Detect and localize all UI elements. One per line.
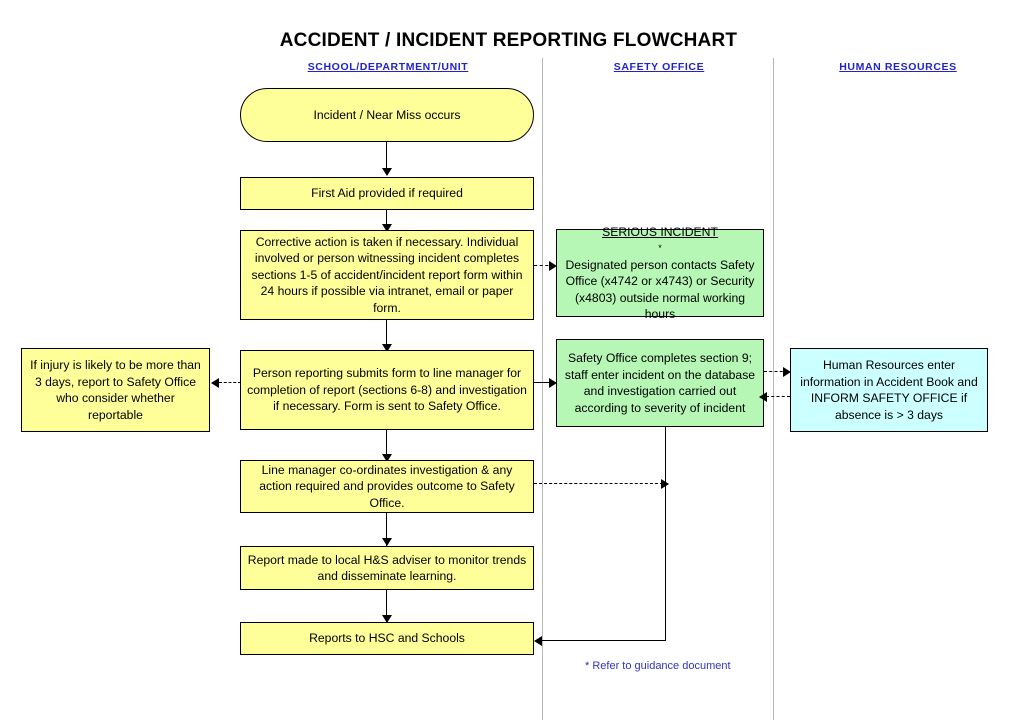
- arrowhead-right-serious-incident: [549, 261, 557, 271]
- arrowhead-down-person-reporting: [382, 344, 392, 352]
- connector-person-reporting-to-injury-box: [219, 382, 241, 383]
- node-report-hs-adviser[interactable]: Report made to local H&S adviser to moni…: [240, 546, 534, 590]
- column-header-school-department-unit: SCHOOL/DEPARTMENT/UNIT: [307, 61, 469, 73]
- node-human-resources[interactable]: Human Resources enter information in Acc…: [790, 348, 988, 432]
- connector-hr-to-safety-office: [766, 396, 790, 397]
- column-header-human-resources: HUMAN RESOURCES: [839, 61, 957, 73]
- footnote-guidance-document: * Refer to guidance document: [585, 660, 731, 672]
- node-first-aid[interactable]: First Aid provided if required: [240, 177, 534, 210]
- arrowhead-left-injury-box: [211, 378, 219, 388]
- connector-safety-office-to-reports-hsc: [542, 640, 666, 642]
- node-report-hs-adviser-label: Report made to local H&S adviser to moni…: [247, 552, 527, 584]
- node-serious-incident[interactable]: SERIOUS INCIDENT * Designated person con…: [556, 225, 764, 321]
- arrowhead-down-first-aid: [382, 168, 392, 176]
- node-serious-incident-asterisk: *: [658, 243, 662, 253]
- arrowhead-down-line-manager: [382, 454, 392, 462]
- connector-line-manager-to-hs-adviser: [386, 513, 388, 546]
- node-person-reporting-submits-label: Person reporting submits form to line ma…: [247, 366, 527, 414]
- node-human-resources-label: Human Resources enter information in Acc…: [800, 358, 978, 422]
- node-line-manager-coordinates-label: Line manager co-ordinates investigation …: [259, 462, 515, 510]
- arrowhead-right-safety-office: [549, 378, 557, 388]
- arrowhead-left-safety-office: [759, 392, 767, 402]
- node-reports-hsc-schools[interactable]: Reports to HSC and Schools: [240, 622, 534, 655]
- node-serious-incident-heading-text: SERIOUS INCIDENT: [602, 224, 718, 239]
- lane-divider-safety-hr: [773, 58, 774, 720]
- page-title: ACCIDENT / INCIDENT REPORTING FLOWCHART: [279, 30, 738, 51]
- arrowhead-down-reports-hsc: [382, 615, 392, 623]
- node-reports-hsc-schools-label: Reports to HSC and Schools: [309, 631, 465, 646]
- node-person-reporting-submits[interactable]: Person reporting submits form to line ma…: [240, 350, 534, 430]
- connector-safety-office-to-hr: [764, 371, 788, 372]
- connector-first-aid-to-corrective: [386, 210, 388, 232]
- node-serious-incident-heading: SERIOUS INCIDENT *: [563, 224, 757, 257]
- node-incident-near-miss[interactable]: Incident / Near Miss occurs: [240, 88, 534, 142]
- node-injury-over-three-days[interactable]: If injury is likely to be more than 3 da…: [21, 348, 210, 432]
- node-safety-office-completes[interactable]: Safety Office completes section 9; staff…: [556, 339, 764, 427]
- connector-corrective-to-serious-incident: [534, 265, 554, 266]
- node-safety-office-completes-label: Safety Office completes section 9; staff…: [564, 351, 756, 415]
- node-first-aid-label: First Aid provided if required: [311, 186, 463, 201]
- node-injury-over-three-days-label: If injury is likely to be more than 3 da…: [30, 358, 201, 422]
- node-corrective-action[interactable]: Corrective action is taken if necessary.…: [240, 230, 534, 320]
- connector-person-reporting-to-safety-office: [534, 382, 556, 384]
- node-incident-near-miss-label: Incident / Near Miss occurs: [313, 107, 461, 122]
- arrowhead-left-reports-hsc: [534, 636, 542, 646]
- arrowhead-right-hr: [783, 367, 791, 377]
- arrowhead-down-hs-adviser: [382, 538, 392, 546]
- connector-incident-to-first-aid: [386, 142, 388, 171]
- node-serious-incident-body: Designated person contacts Safety Office…: [565, 257, 755, 322]
- connector-corrective-to-person-reporting: [386, 320, 388, 352]
- connector-safety-office-down: [665, 427, 667, 641]
- lane-divider-school-safety: [542, 58, 543, 720]
- column-header-safety-office: SAFETY OFFICE: [613, 61, 705, 73]
- connector-line-manager-to-safety-lane: [534, 483, 668, 484]
- node-corrective-action-label: Corrective action is taken if necessary.…: [251, 234, 523, 315]
- connector-hs-adviser-to-reports-hsc: [386, 590, 388, 623]
- node-line-manager-coordinates[interactable]: Line manager co-ordinates investigation …: [240, 460, 534, 513]
- arrowhead-down-corrective: [382, 224, 392, 232]
- connector-person-reporting-to-line-manager: [386, 430, 388, 462]
